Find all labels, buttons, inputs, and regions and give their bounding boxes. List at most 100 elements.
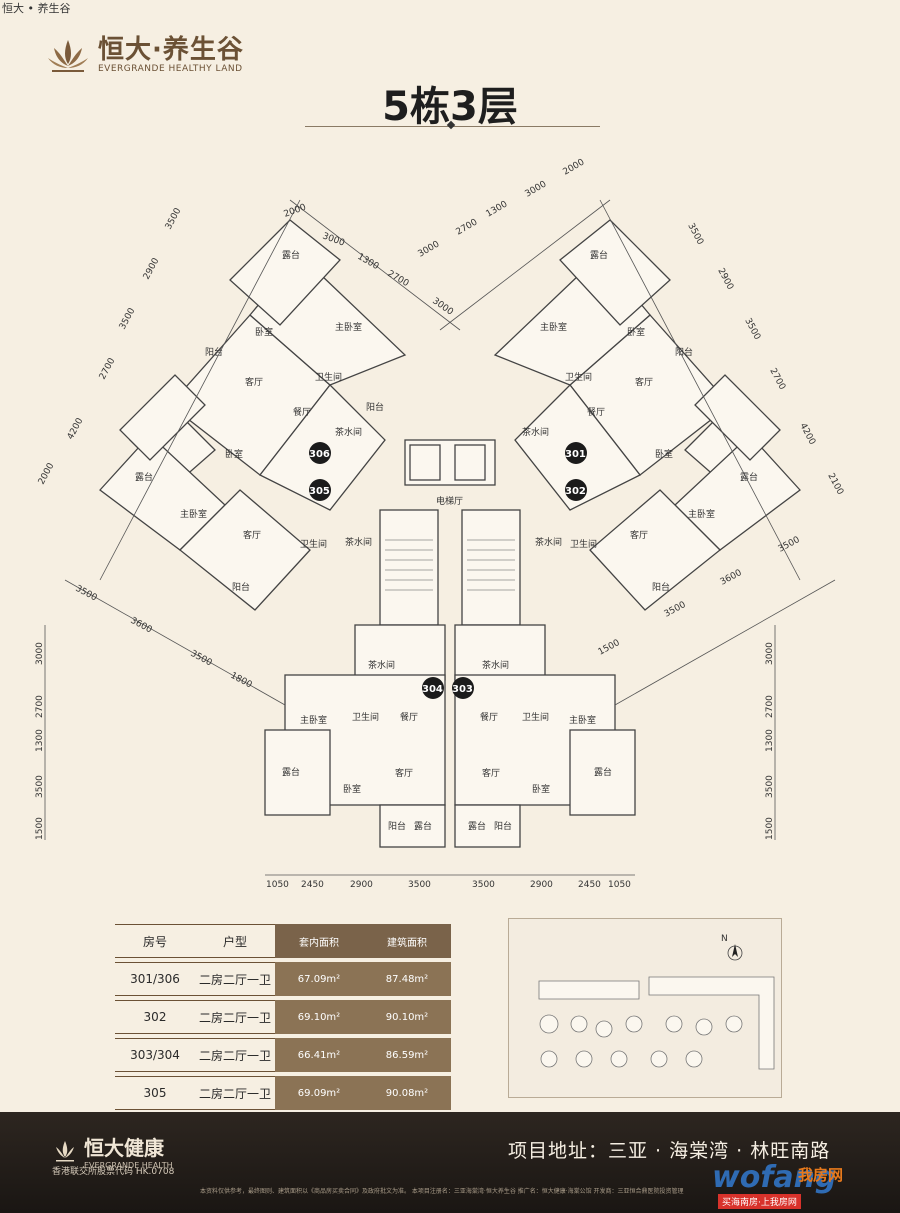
header-gross-area: 建筑面积 [363, 924, 451, 958]
table-row: 301/306 二房二厅一卫 67.09m² 87.48m² [115, 962, 451, 996]
cell-gross-area: 90.10m² [363, 1000, 451, 1034]
page-caption: 恒大 • 养生谷 [2, 2, 71, 15]
dim-right-9: 2700 [767, 367, 787, 392]
room-balcony-2: 阳台 [366, 401, 384, 413]
svg-text:305: 305 [309, 486, 330, 497]
room-lift: 电梯厅 [436, 495, 463, 507]
svg-text:303: 303 [452, 684, 473, 695]
stock-code: 香港联交所股票代码 HK.0708 [52, 1167, 175, 1177]
unit-area-table: 房号 户型 套内面积 建筑面积 301/306 二房二厅一卫 67.09m² 8… [115, 920, 451, 1114]
room-tea-3: 茶水间 [522, 426, 549, 438]
room-balcony-6: 阳台 [388, 820, 406, 832]
cell-inner-area: 69.10m² [275, 1000, 363, 1034]
svg-text:301: 301 [565, 449, 586, 460]
lotus-icon [56, 1141, 74, 1162]
dim-vert-left-5: 1500 [35, 817, 45, 840]
bottom-units [264, 624, 636, 848]
room-tea-6: 茶水间 [482, 659, 509, 671]
dim-right-7: 2900 [715, 267, 735, 292]
room-terrace-8: 露台 [468, 820, 486, 832]
room-tea-2: 茶水间 [345, 536, 372, 548]
room-bedroom: 卧室 [255, 326, 273, 338]
dim-right-1: 2000 [562, 157, 587, 177]
room-bedroom-5: 卧室 [343, 783, 361, 795]
cell-gross-area: 86.59m² [363, 1038, 451, 1072]
dim-lower-right-4: 1500 [597, 638, 622, 658]
svg-text:304: 304 [422, 684, 443, 695]
dim-left-6: 3000 [430, 296, 455, 317]
room-terrace-3: 露台 [590, 249, 608, 261]
cell-room: 305 [115, 1076, 195, 1110]
dim-left-11: 2000 [37, 461, 57, 486]
svg-text:N: N [721, 934, 728, 944]
dim-bottom-2: 2450 [301, 880, 324, 890]
cell-type: 二房二厅一卫 [195, 962, 275, 996]
dim-bottom-4: 3500 [408, 880, 431, 890]
unit-badge-306: 306 [309, 442, 331, 464]
dim-lower-right-3: 3500 [663, 600, 688, 620]
dim-vert-left-1: 3000 [35, 642, 45, 665]
floor-plan-drawing: 露台 主卧室 卧室 阳台 客厅 卫生间 餐厅 茶水间 阳台 露台 主卧室 卧室 … [35, 157, 845, 890]
dim-bottom-5: 3500 [472, 880, 495, 890]
room-dining-5: 餐厅 [400, 711, 418, 723]
site-plan: N [508, 918, 782, 1098]
unit-badge-304: 304 [422, 677, 444, 699]
footer-brand-en: EVERGRANDE HEALTH [84, 1161, 173, 1170]
room-living-3: 客厅 [635, 376, 653, 388]
dim-bottom-3: 2900 [350, 880, 373, 890]
room-dining-6: 餐厅 [480, 711, 498, 723]
dim-lower-left-3: 3500 [189, 649, 214, 669]
cell-type: 二房二厅一卫 [195, 1076, 275, 1110]
cell-inner-area: 69.09m² [275, 1076, 363, 1110]
north-arrow-icon: N [721, 934, 743, 961]
room-master-2: 主卧室 [180, 508, 207, 520]
room-dining: 餐厅 [293, 406, 311, 418]
room-dining-3: 餐厅 [587, 406, 605, 418]
dim-vert-left-2: 2700 [35, 695, 45, 718]
disclaimer: 本资料仅供参考，最终图则、建筑面积以《商品房买卖合同》及政府批文为准。 本项目注… [200, 1188, 684, 1195]
dim-lower-left-2: 3600 [129, 616, 154, 636]
dim-right-2: 3000 [524, 179, 549, 199]
watermark-subtitle: 买海南房·上我房网 [718, 1194, 801, 1209]
dim-right-8: 3500 [742, 317, 762, 342]
dim-lower-left-1: 3500 [74, 584, 99, 604]
room-bath-5: 卫生间 [352, 711, 379, 723]
cell-inner-area: 67.09m² [275, 962, 363, 996]
dim-lower-right-2: 3600 [719, 568, 744, 588]
cell-type: 二房二厅一卫 [195, 1038, 275, 1072]
dim-lower-left-4: 1800 [229, 671, 254, 691]
dim-right-6: 3500 [685, 222, 705, 247]
dim-right-10: 4200 [797, 422, 817, 447]
room-bath: 卫生间 [315, 371, 342, 383]
room-master-3: 主卧室 [540, 321, 567, 333]
cell-inner-area: 66.41m² [275, 1038, 363, 1072]
project-address: 项目地址：三亚 · 海棠湾 · 林旺南路 [508, 1140, 831, 1162]
room-balcony-3: 阳台 [232, 581, 250, 593]
unit-badge-305: 305 [309, 479, 331, 501]
room-bedroom-6: 卧室 [532, 783, 550, 795]
room-terrace: 露台 [282, 249, 300, 261]
dim-right-11: 2100 [825, 472, 845, 497]
unit-badge-302: 302 [565, 479, 587, 501]
room-master: 主卧室 [335, 321, 362, 333]
dim-left-3: 3000 [321, 231, 346, 248]
dim-left-4: 1300 [356, 252, 381, 272]
dim-right-3: 1300 [485, 199, 510, 219]
room-tea: 茶水间 [335, 426, 362, 438]
cell-type: 二房二厅一卫 [195, 1000, 275, 1034]
watermark-text: wofang [712, 1160, 837, 1195]
room-bedroom-2: 卧室 [225, 448, 243, 460]
cell-room: 302 [115, 1000, 195, 1034]
room-terrace-7: 露台 [594, 766, 612, 778]
dimension-lines [44, 199, 836, 876]
dim-left-1: 3500 [164, 206, 184, 231]
room-living-5: 客厅 [395, 767, 413, 779]
room-living-4: 客厅 [630, 529, 648, 541]
svg-text:306: 306 [309, 449, 330, 460]
room-bath-6: 卫生间 [522, 711, 549, 723]
room-tea-4: 茶水间 [535, 536, 562, 548]
room-master-6: 主卧室 [569, 714, 596, 726]
room-bath-2: 卫生间 [300, 538, 327, 550]
floor-plan: 露台 主卧室 卧室 阳台 客厅 卫生间 餐厅 茶水间 阳台 露台 主卧室 卧室 … [0, 140, 900, 900]
unit-badges: 306 305 301 302 304 303 [309, 442, 587, 699]
